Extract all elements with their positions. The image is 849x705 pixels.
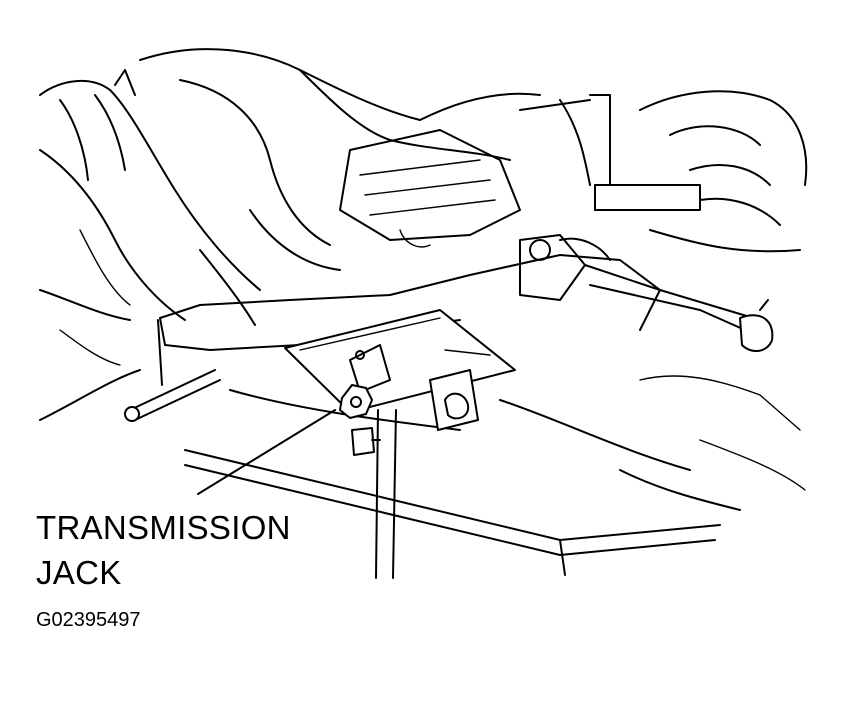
figure-code: G02395497 [36,609,141,631]
frame-crossmember [159,234,774,352]
oil-pan [184,375,806,576]
callout-label-line1: TRANSMISSION [36,509,291,546]
jack-knob [339,384,375,456]
callout-leader-line [197,409,336,495]
transmission-case [139,48,541,326]
jack-plate [284,309,516,431]
left-mechanic-arm [39,69,261,421]
right-mechanic-hand [519,90,808,253]
stabilizer-link [124,319,221,422]
callout-label-line2: JACK [36,554,122,591]
jack-pillar [371,409,397,579]
